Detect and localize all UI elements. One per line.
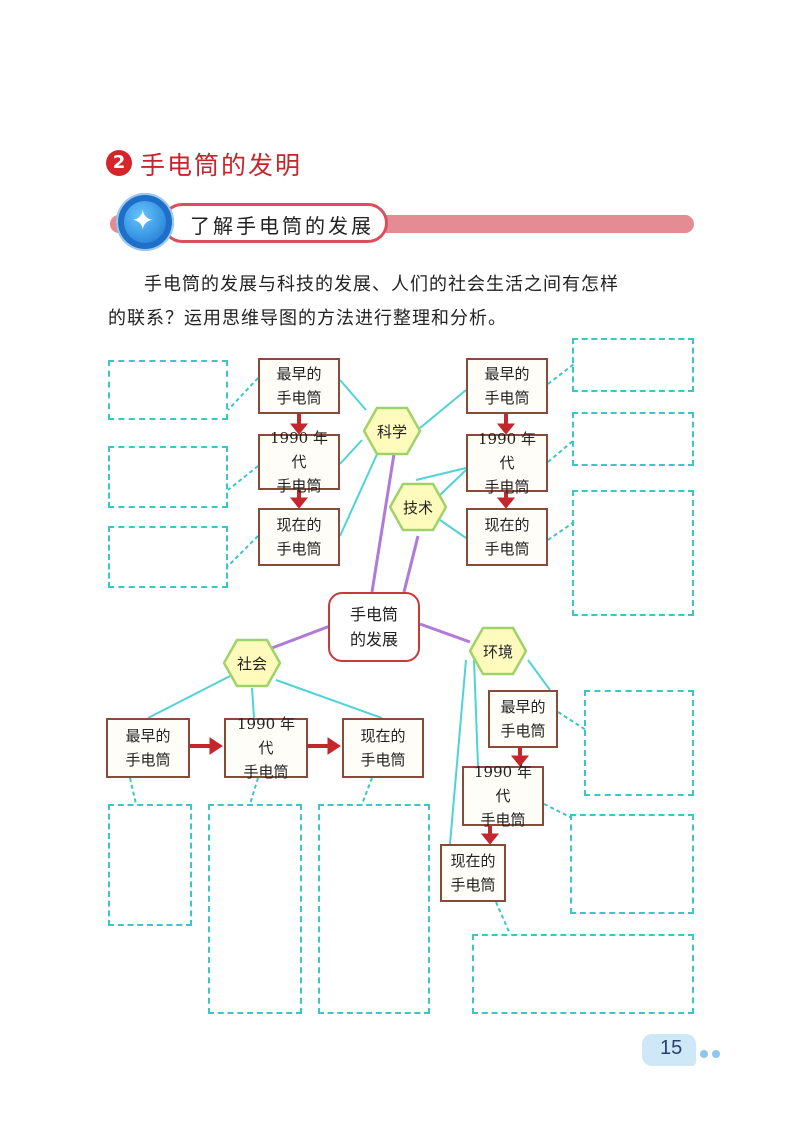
answer-box-science-3[interactable] [108,526,228,588]
box-label: 现在的 手电筒 [276,516,322,558]
box-label: 1990 年代 手电筒 [474,763,532,829]
branch-connectors [147,379,551,845]
hex-node-environment: 环境 [468,626,528,676]
society-box-1990s: 1990 年代 手电筒 [224,715,308,781]
hex-label-technology: 技术 [402,498,433,517]
answer-box-technology-1[interactable] [572,338,694,392]
box-label: 现在的 手电筒 [484,516,530,558]
box-label: 现在的 手电筒 [450,852,496,894]
society-box-earliest: 最早的 手电筒 [106,718,190,778]
environment-box-earliest: 最早的 手电筒 [488,690,558,748]
box-label: 1990 年代 手电筒 [478,430,536,496]
answer-box-technology-3[interactable] [572,490,694,616]
hex-label-science: 科学 [376,422,407,441]
answer-box-environment-3[interactable] [472,934,694,1014]
box-label: 1990 年代 手电筒 [270,429,328,495]
answer-box-society-3[interactable] [318,804,430,1014]
hex-label-society: 社会 [236,654,267,673]
box-label: 1990 年代 手电筒 [237,715,295,781]
section-title: 手电筒的发明 [140,151,303,180]
answer-box-society-2[interactable] [208,804,302,1014]
answer-box-society-1[interactable] [108,804,192,926]
banner-badge-inner [124,201,166,243]
technology-box-current: 现在的 手电筒 [466,508,548,566]
page-number: 15 [660,1037,683,1059]
box-label: 最早的 手电筒 [276,365,322,407]
society-box-current: 现在的 手电筒 [342,718,424,778]
answer-box-environment-1[interactable] [584,690,694,796]
decorative-dot [712,1050,720,1058]
person-icon: ✦ [131,204,155,237]
paragraph-line-1: 手电筒的发展与科技的发展、人们的社会生活之间有怎样 [144,274,619,295]
hex-node-technology: 技术 [388,482,448,532]
answer-box-environment-2[interactable] [570,814,694,914]
science-box-1990s: 1990 年代 手电筒 [258,429,340,495]
technology-box-1990s: 1990 年代 手电筒 [466,430,548,496]
answer-box-science-1[interactable] [108,360,228,420]
center-node: 手电筒 的发展 [328,592,420,662]
paragraph-line-2: 的联系？运用思维导图的方法进行整理和分析。 [108,308,507,329]
center-node-label: 手电筒 的发展 [349,605,398,649]
box-label: 现在的 手电筒 [360,727,406,769]
science-box-current: 现在的 手电筒 [258,508,340,566]
environment-box-1990s: 1990 年代 手电筒 [462,763,544,829]
box-label: 最早的 手电筒 [500,698,546,740]
section-number-badge: 2 [106,150,132,176]
answer-box-science-2[interactable] [108,446,228,508]
flow-arrows [190,414,530,845]
hex-node-science: 科学 [362,406,422,456]
box-label: 最早的 手电筒 [125,727,171,769]
science-box-earliest: 最早的 手电筒 [258,358,340,414]
decorative-dot [700,1050,708,1058]
hex-node-society: 社会 [222,638,282,688]
answer-box-technology-2[interactable] [572,412,694,466]
banner-title: 了解手电筒的发展 [190,214,374,238]
page-number-tab [642,1034,696,1066]
environment-box-current: 现在的 手电筒 [440,844,506,902]
box-label: 最早的 手电筒 [484,365,530,407]
dashed-connectors [129,363,587,935]
center-connectors [271,453,471,650]
technology-box-earliest: 最早的 手电筒 [466,358,548,414]
hex-label-environment: 环境 [482,642,513,661]
